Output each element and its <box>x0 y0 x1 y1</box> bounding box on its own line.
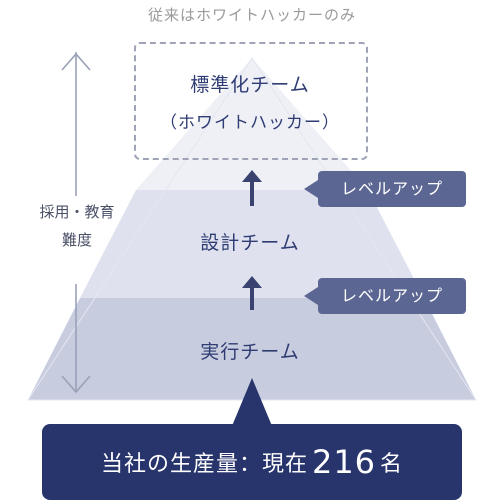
summary-suffix: 名 <box>380 452 404 477</box>
tier-bottom-title: 実行チーム <box>200 341 300 363</box>
pyramid-tier-top <box>136 58 368 190</box>
pyramid-tier-bottom <box>28 298 476 400</box>
footer-pointer <box>232 378 272 426</box>
difficulty-arrow-icon <box>61 52 91 394</box>
up-arrow-icon <box>242 276 262 310</box>
badge-pointer <box>304 180 318 198</box>
level-up-badge: レベルアップ <box>318 171 466 207</box>
side-axis-line1: 採用・教育 <box>39 203 115 221</box>
level-up-badge: レベルアップ <box>318 278 466 314</box>
header-caption: 従来はホワイトハッカーのみ <box>147 6 356 24</box>
tier-top-subtitle: （ホワイトハッカー） <box>160 113 340 133</box>
summary-count: 216 <box>311 443 377 481</box>
summary-prefix: 当社の生産量：現在 <box>100 452 308 477</box>
tier-middle-title: 設計チーム <box>200 232 300 254</box>
badge-pointer <box>304 287 318 305</box>
production-summary-bar: 当社の生産量：現在 216 名 <box>42 424 462 500</box>
side-axis-label: 採用・教育 難度 <box>12 198 142 254</box>
tier-top-title: 標準化チーム <box>190 74 310 96</box>
up-arrow-icon <box>242 170 262 206</box>
top-tier-dashed-frame <box>134 42 368 160</box>
side-axis-line2: 難度 <box>61 231 92 249</box>
pyramid-tier-middle <box>80 190 424 298</box>
